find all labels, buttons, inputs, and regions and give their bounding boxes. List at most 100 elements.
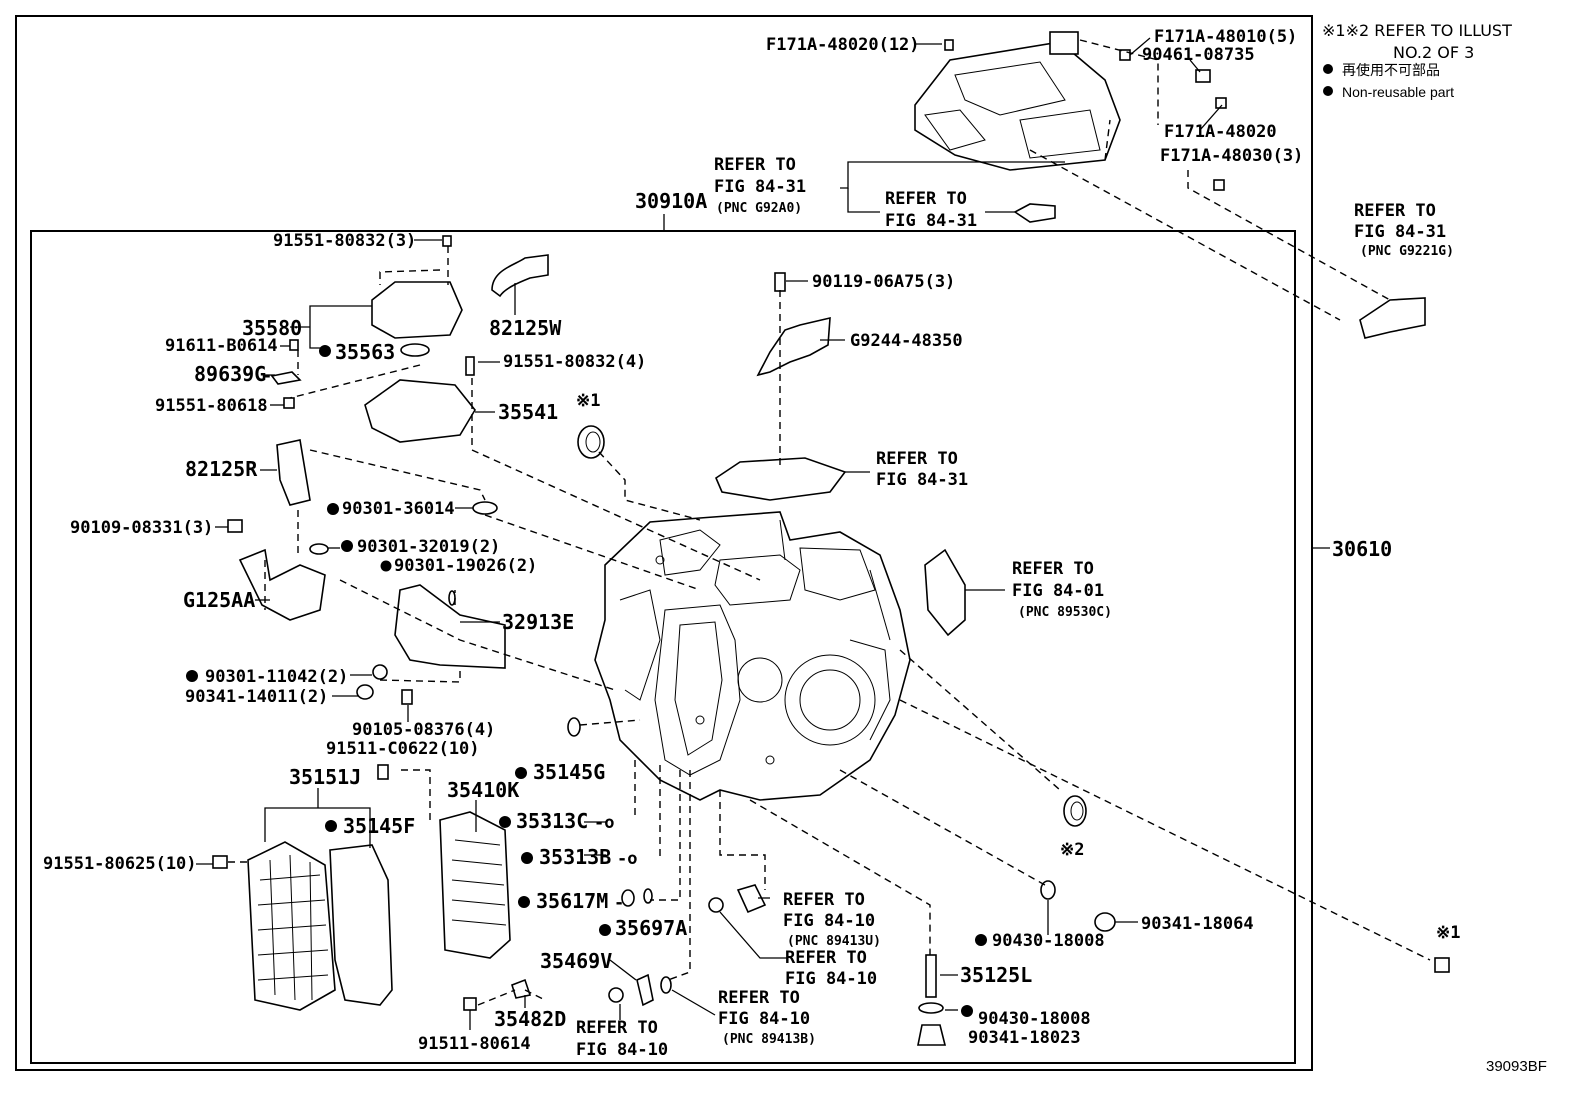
label-32913e: 32913E <box>502 610 574 634</box>
mark-1-right: ※1 <box>1436 923 1460 943</box>
refer-84-10-d-1: REFER TO <box>576 1018 658 1038</box>
label-35410k: 35410K <box>447 778 519 802</box>
refer-84-10-c-2: FIG 84-10 <box>718 1009 810 1029</box>
refer-84-10-a-2: FIG 84-10 <box>783 911 875 931</box>
clip-35482d <box>511 978 532 999</box>
bracket-32913e <box>394 584 506 669</box>
valve-body-35410k <box>439 811 511 959</box>
label-35151j: 35151J <box>289 765 361 789</box>
legend-en: Non-reusable part <box>1342 84 1454 100</box>
plug-90341-18064 <box>1094 912 1116 932</box>
refer-84-10-a-3: (PNC 89413U) <box>787 934 881 949</box>
label-35469v: 35469V <box>540 949 612 973</box>
gasket-90430-18008-b <box>918 1002 944 1014</box>
label-30610: 30610 <box>1332 537 1392 561</box>
label-g9244-48350: G9244-48350 <box>850 331 963 351</box>
label-35580: 35580 <box>242 316 302 340</box>
mark-2: ※2 <box>1060 840 1084 860</box>
plug-90341-14011 <box>356 684 374 700</box>
refer-84-10-a-1: REFER TO <box>783 890 865 910</box>
refer-84-31-c-3: (PNC G9221G) <box>1360 244 1454 259</box>
refer-84-10-b-2: FIG 84-10 <box>785 969 877 989</box>
label-90301-19026-2: 90301-19026(2) <box>394 556 537 576</box>
outer-frame <box>15 15 1313 1071</box>
dash-suffix-35617m: - <box>614 893 624 913</box>
transaxle-case <box>594 511 911 801</box>
refer-84-01-2: FIG 84-01 <box>1012 581 1104 601</box>
bolt-sensor-89413u <box>708 897 724 913</box>
refer-84-01-3: (PNC 89530C) <box>1018 605 1112 620</box>
dash-suffix-35313c: -o <box>594 813 614 833</box>
label-90341-14011-2: 90341-14011(2) <box>185 687 328 707</box>
refer-84-31-d-2: FIG 84-31 <box>876 470 968 490</box>
o-ring-90301-11042 <box>372 664 388 680</box>
refer-84-10-d-2: FIG 84-10 <box>576 1040 668 1060</box>
label-91511-80614: 91511-80614 <box>418 1034 531 1054</box>
mark-1-top: ※1 <box>576 391 600 411</box>
label-35541: 35541 <box>498 400 558 424</box>
label-f171a-48010-5: F171A-48010(5) <box>1154 27 1297 47</box>
refer-84-10-c-1: REFER TO <box>718 988 800 1008</box>
label-90301-32019-2: 90301-32019(2) <box>357 537 500 557</box>
oil-pan-35151j <box>247 841 336 1011</box>
refer-illust-line2: NO.2 OF 3 <box>1393 43 1474 62</box>
refer-84-31-b-1: REFER TO <box>885 189 967 209</box>
gasket-84-31 <box>715 457 847 501</box>
label-30910a: 30910A <box>635 189 707 213</box>
label-90301-36014: 90301-36014 <box>342 499 455 519</box>
label-35563: 35563 <box>335 340 395 364</box>
label-35313b: 35313B <box>539 845 611 869</box>
pipe-g125aa <box>238 548 326 621</box>
label-82125w: 82125W <box>489 316 562 340</box>
label-35482d: 35482D <box>494 1007 566 1031</box>
label-35697a: 35697A <box>615 916 687 940</box>
label-91511-c0622-10: 91511-C0622(10) <box>326 739 480 759</box>
label-91611-b0614: 91611-B0614 <box>165 336 278 356</box>
bolts <box>212 39 1450 1011</box>
label-90105-08376-4: 90105-08376(4) <box>352 720 495 740</box>
pipe-35469v <box>636 973 654 1007</box>
label-90341-18064: 90341-18064 <box>1141 914 1254 934</box>
o-ring-35697a <box>643 888 653 904</box>
label-90430-18008-a: 90430-18008 <box>992 931 1105 951</box>
leader-lines <box>196 37 1223 1030</box>
o-ring-35563 <box>400 343 430 357</box>
label-35145g: 35145G <box>533 760 605 784</box>
label-91551-80625-10: 91551-80625(10) <box>43 854 197 874</box>
label-90341-18023: 90341-18023 <box>968 1028 1081 1048</box>
oil-seal-2 <box>1063 795 1087 827</box>
inverter-housing <box>914 31 1121 171</box>
label-35617m: 35617M <box>536 889 608 913</box>
pipe-82125w <box>491 254 549 298</box>
refer-illust-line1: ※1※2 REFER TO ILLUST <box>1322 21 1512 40</box>
label-f171a-48020: F171A-48020 <box>1164 122 1277 142</box>
legend-jp: 再使用不可部品 <box>1342 62 1440 78</box>
label-91551-80832-4: 91551-80832(4) <box>503 352 646 372</box>
bolt-sensor-89413b <box>608 987 624 1003</box>
label-f171a-48030-3: F171A-48030(3) <box>1160 146 1303 166</box>
pan-gasket-35145f <box>329 844 393 1006</box>
pipe-35125l <box>925 954 937 998</box>
gasket-small-84-31 <box>1013 203 1056 223</box>
label-90430-18008-b: 90430-18008 <box>978 1009 1091 1029</box>
label-f171a-48020-12: F171A-48020(12) <box>766 35 920 55</box>
o-ring-90301-36014 <box>472 501 498 515</box>
label-g125aa: G125AA <box>183 588 255 612</box>
label-90119-06a75-3: 90119-06A75(3) <box>812 272 955 292</box>
refer-84-31-d-1: REFER TO <box>876 449 958 469</box>
label-35145f: 35145F <box>343 814 415 838</box>
label-35313c: 35313C <box>516 809 588 833</box>
refer-84-31-a-1: REFER TO <box>714 155 796 175</box>
dash-suffix-35313b: -o <box>617 849 637 869</box>
label-90461-08735: 90461-08735 <box>1142 45 1255 65</box>
o-ring-35469v <box>660 976 672 994</box>
o-ring-90301-19026 <box>448 590 456 606</box>
strainer-35580 <box>371 281 463 339</box>
bracket-g9244 <box>756 316 831 377</box>
o-ring-90301-32019 <box>309 543 329 555</box>
label-91551-80832-3: 91551-80832(3) <box>273 231 416 251</box>
connector-89639g <box>270 371 302 385</box>
refer-84-10-b-1: REFER TO <box>785 948 867 968</box>
sensor-89530c <box>924 548 966 637</box>
